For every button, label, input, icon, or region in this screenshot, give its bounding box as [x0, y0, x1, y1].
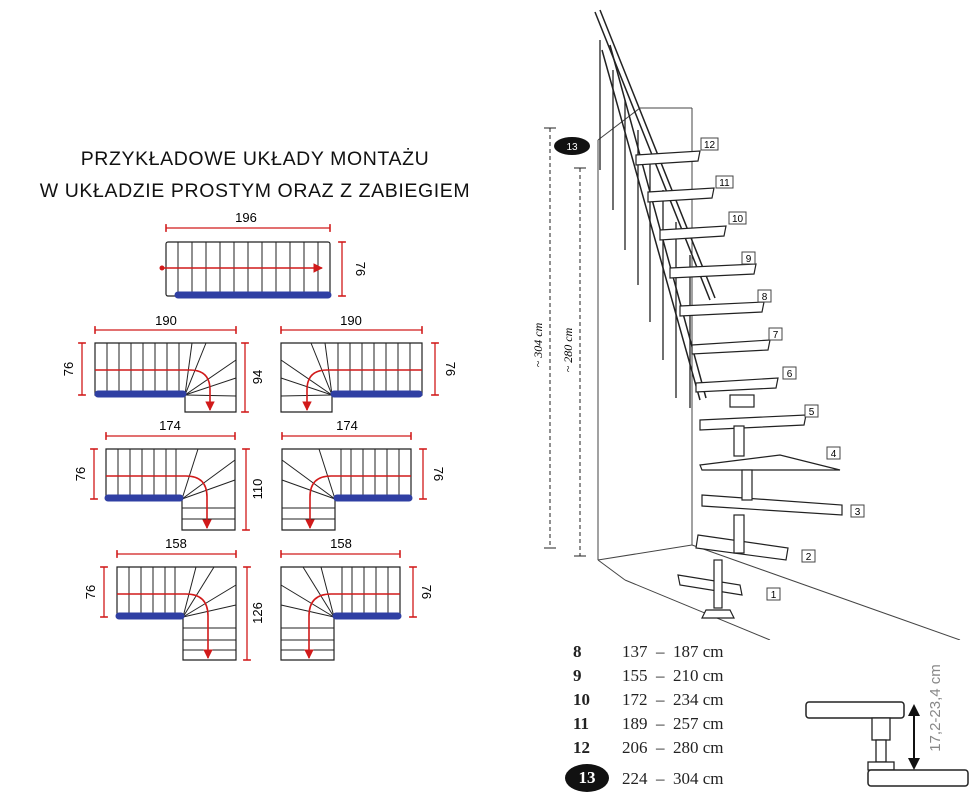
depth-dim-label: 76 [83, 585, 98, 599]
svg-text:8: 8 [762, 292, 768, 303]
depth-dim-label: 76 [353, 262, 368, 276]
balusters [599, 40, 691, 408]
svg-text:9: 9 [746, 254, 752, 265]
step-count: 12 [573, 738, 590, 757]
svg-text:7: 7 [773, 330, 779, 341]
width-dim-label: 158 [165, 536, 187, 551]
height-range: 137 – 187 cm [622, 642, 724, 661]
height-range: 206 – 280 cm [622, 738, 724, 757]
layout-plans: 196 76 190 76 94 [61, 210, 458, 661]
layout-174-right [281, 432, 427, 531]
width-dim-label: 190 [340, 313, 362, 328]
step-tag-2: 2 [801, 549, 816, 563]
layout-158-right [280, 550, 417, 661]
side-dim-label: 94 [250, 370, 265, 384]
title-line-2: W UKŁADZIE PROSTYM ORAZ Z ZABIEGIEM [39, 180, 471, 202]
step-count: 9 [573, 666, 582, 685]
svg-text:11: 11 [719, 178, 730, 189]
width-dim-label: 196 [235, 210, 257, 225]
step-count-badge: 13 [565, 764, 609, 792]
step-tag-1: 1 [766, 587, 781, 601]
depth-dim-label: 76 [61, 362, 76, 376]
width-dim-label: 158 [330, 536, 352, 551]
depth-dim-label: 76 [431, 467, 446, 481]
svg-text:10: 10 [732, 214, 744, 225]
svg-text:4: 4 [831, 449, 837, 460]
step-count: 11 [573, 714, 590, 733]
height-row: 12 206 – 280 cm [565, 736, 765, 760]
upper-tread [805, 701, 905, 719]
tread-lines [177, 242, 319, 292]
step-tag-7: 7 [768, 327, 783, 341]
width-dim-label: 174 [159, 418, 181, 433]
step-tag-3: 3 [850, 504, 865, 518]
height-range: 172 – 234 cm [622, 690, 724, 709]
height-row: 10 172 – 234 cm [565, 688, 765, 712]
step-tag-8: 8 [757, 289, 772, 303]
stair-perspective: ~ 304 cm ~ 280 cm 13 [531, 9, 961, 640]
height-range: 155 – 210 cm [622, 666, 724, 685]
step-tag-12: 12 [700, 137, 719, 151]
step-tag-10: 10 [728, 211, 747, 225]
step-tag-11: 11 [715, 175, 734, 189]
height-row: 11 189 – 257 cm [565, 712, 765, 736]
depth-dim-label: 76 [443, 362, 458, 376]
spine [701, 394, 755, 619]
title-line-1: PRZYKŁADOWE UKŁADY MONTAŻU [80, 148, 430, 170]
layout-158-left: 158 76 126 [83, 536, 265, 661]
height-dims [544, 127, 586, 557]
side-dim-label: 110 [250, 479, 265, 500]
layout-straight: 196 76 [159, 210, 368, 299]
step-count: 10 [573, 690, 590, 709]
height-row-highlighted: 13 224 – 304 cm [565, 764, 765, 794]
riser-detail: 17,2-23,4 cm [805, 664, 969, 787]
height-row: 8 137 – 187 cm [565, 640, 765, 664]
dim-total-label: ~ 304 cm [531, 322, 545, 367]
count-badge: 13 [554, 137, 590, 155]
step-tags: 1 2 3 4 5 6 7 8 9 10 11 12 [700, 137, 865, 601]
lower-tread [867, 769, 969, 787]
step-tag-6: 6 [782, 366, 797, 380]
step-tag-4: 4 [826, 446, 841, 460]
step-tag-5: 5 [804, 404, 819, 418]
layout-190-left: 190 76 94 [61, 313, 265, 413]
svg-text:5: 5 [809, 407, 815, 418]
svg-text:2: 2 [806, 552, 812, 563]
height-range: 189 – 257 cm [622, 714, 724, 733]
step-tag-9: 9 [741, 251, 756, 265]
height-row: 9 155 – 210 cm [565, 664, 765, 688]
width-dim-label: 174 [336, 418, 358, 433]
height-table: 8 137 – 187 cm 9 155 – 210 cm 10 172 – 2… [565, 640, 765, 794]
dim-floor-label: ~ 280 cm [561, 327, 575, 372]
depth-dim-label: 76 [73, 467, 88, 481]
svg-text:1: 1 [771, 590, 777, 601]
height-range: 224 – 304 cm [622, 769, 724, 788]
wall [597, 107, 961, 640]
width-dim-label: 190 [155, 313, 177, 328]
layout-190-right [280, 326, 439, 413]
layout-174-left: 174 76 110 [73, 418, 265, 531]
rise-range-label: 17,2-23,4 cm [927, 664, 944, 752]
svg-text:3: 3 [855, 507, 861, 518]
step-count: 8 [573, 642, 582, 661]
svg-text:6: 6 [787, 369, 793, 380]
side-dim-label: 126 [250, 602, 265, 624]
svg-text:12: 12 [704, 140, 716, 151]
depth-dim-label: 76 [419, 585, 434, 599]
svg-text:13: 13 [566, 142, 578, 153]
